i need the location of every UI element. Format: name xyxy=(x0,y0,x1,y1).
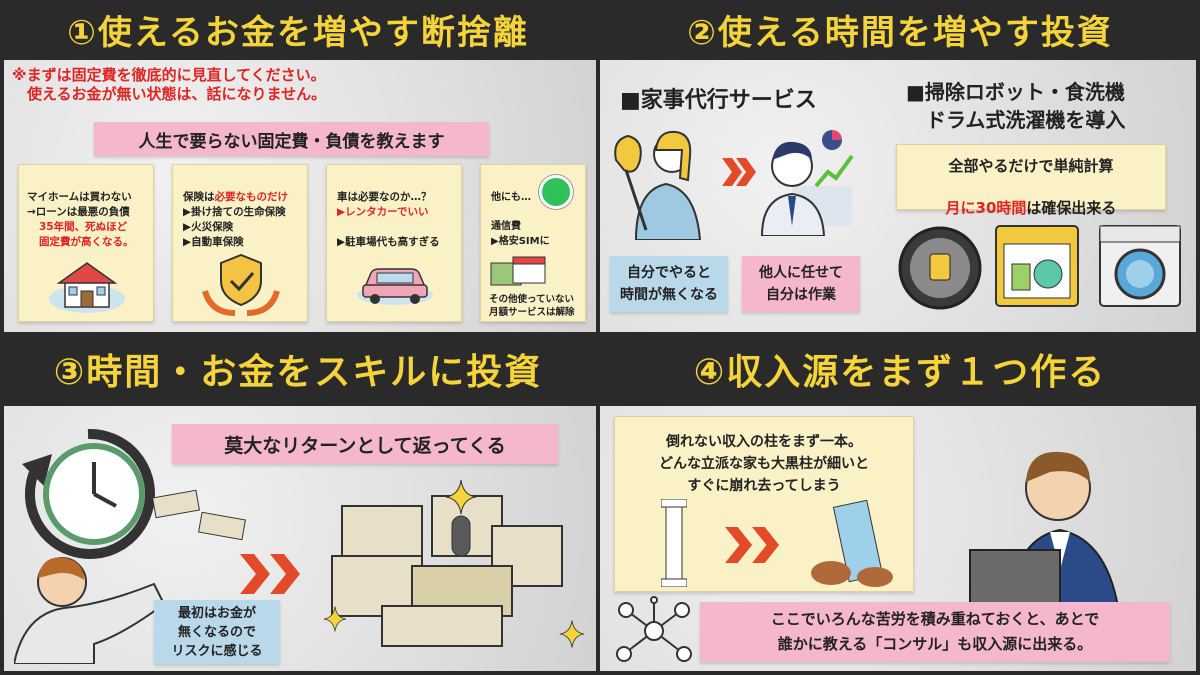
pillar-icon xyxy=(661,499,687,587)
header-4: ④収入源をまず１つ作る xyxy=(600,334,1200,404)
card-car-text-2: ▶駐車場代も高すぎる xyxy=(337,236,440,248)
pillar-note-text: 倒れない収入の柱をまず一本。 どんな立派な家も大黒柱が細いと すぐに崩れ去ってし… xyxy=(659,434,869,494)
time-calc-note: 全部やるだけで単純計算 月に30時間は確保出来る xyxy=(896,144,1166,217)
businessman-laptop-icon xyxy=(959,451,1122,620)
time-calc-rest: は確保出来る xyxy=(1026,199,1117,217)
card-insurance-text: 保険は xyxy=(183,191,215,203)
fixed-cost-banner: 人生で要らない固定費・負債を教えます xyxy=(94,122,489,156)
dishwasher-icon xyxy=(995,225,1079,307)
woman-cleaning-icon xyxy=(614,130,702,240)
chevrons-right-icon-2 xyxy=(240,554,300,594)
washing-machine-icon xyxy=(1099,225,1181,307)
time-calc-line1: 全部やるだけで単純計算 xyxy=(948,157,1114,175)
chevrons-right-icon-3 xyxy=(725,527,780,563)
card-car-text: 車は必要なのか…？ xyxy=(337,191,432,203)
whatsapp-icon xyxy=(539,175,573,209)
stressed-man-icon xyxy=(14,557,164,664)
panel-2: ■家事代行サービス ■掃除ロボット・食洗機 ドラム式洗濯機を導入 自分でやると … xyxy=(600,60,1196,332)
header-3: ③時間・お金をスキルに投資 xyxy=(0,334,596,404)
sparkle-icon-2 xyxy=(324,606,346,632)
header-1: ①使えるお金を増やす断捨離 xyxy=(0,0,596,58)
card-other: 他にも… 通信費 ▶格安SIMに その他使っていない 月額サービスは解除 xyxy=(480,164,586,322)
time-calc-line2: 月に30時間は確保出来る xyxy=(897,179,1165,218)
car-icon xyxy=(357,268,433,305)
card-insurance-red-text: 必要なものだけ xyxy=(214,191,289,203)
house-icon xyxy=(49,262,125,313)
card-house: マイホームは買わない →ローンは最悪の負債 35年間、死ぬほど 固定費が高くなる… xyxy=(18,164,154,322)
card-insurance: 保険は必要なものだけ ▶掛け捨ての生命保険 ▶火災保険 ▶自動車保険 xyxy=(172,164,308,322)
panel-4: 倒れない収入の柱をまず一本。 どんな立派な家も大黒柱が細いと すぐに崩れ去ってし… xyxy=(600,406,1196,671)
card-other-text: 他にも… xyxy=(491,192,531,203)
return-banner: 莫大なリターンとして返ってくる xyxy=(172,424,558,464)
money-calendar-icon xyxy=(490,256,546,286)
header-2: ②使える時間を増やす投資 xyxy=(600,0,1200,58)
risk-box: 最初はお金が 無くなるので リスクに感じる xyxy=(154,600,280,664)
pillar-note: 倒れない収入の柱をまず一本。 どんな立派な家も大黒柱が細いと すぐに崩れ去ってし… xyxy=(614,416,914,592)
clock-icon xyxy=(22,428,155,559)
sparkle-icon-3 xyxy=(560,620,584,648)
shield-hands-icon xyxy=(202,253,280,316)
panel-1: ※まずは固定費を徹底的に見直してください。 使えるお金が無い状態は、話になりませ… xyxy=(4,60,596,332)
flying-money-icon xyxy=(152,489,246,541)
self-doing-box: 自分でやると 時間が無くなる xyxy=(610,256,728,312)
sparkle-icon xyxy=(446,480,476,514)
card-other-note: その他使っていない 月額サービスは解除 xyxy=(489,294,575,318)
appliance-title: ■掃除ロボット・食洗機 ドラム式洗濯機を導入 xyxy=(906,80,1126,132)
consultant-banner: ここでいろんな苦労を積み重ねておくと、あとで 誰かに教える「コンサル」も収入源に… xyxy=(700,602,1170,662)
card-house-red-text: 35年間、死ぬほど 固定費が高くなる。 xyxy=(39,221,134,248)
housework-title: ■家事代行サービス xyxy=(620,88,817,113)
time-calc-red: 月に30時間 xyxy=(945,199,1027,217)
chevrons-right-icon xyxy=(722,158,756,186)
network-icon xyxy=(616,596,692,662)
warning-text: ※まずは固定費を徹底的に見直してください。 使えるお金が無い状態は、話になりませ… xyxy=(12,66,327,103)
delegate-box: 他人に任せて 自分は作業 xyxy=(742,256,860,312)
card-other-sim: 通信費 ▶格安SIMに xyxy=(491,221,550,247)
businessman-growth-icon xyxy=(760,130,854,236)
card-insurance-list: ▶掛け捨ての生命保険 ▶火災保険 ▶自動車保険 xyxy=(183,206,286,248)
panel-3: 莫大なリターンとして返ってくる 最初はお金が 無くなるので リスクに感じる xyxy=(4,406,596,671)
robot-vacuum-icon xyxy=(898,226,982,310)
card-car-red-text: ▶レンタカーでいい xyxy=(337,206,429,218)
collapsing-building-icon xyxy=(811,499,893,587)
card-house-text: マイホームは買わない →ローンは最悪の負債 xyxy=(27,191,132,218)
card-car: 車は必要なのか…？ ▶レンタカーでいい ▶駐車場代も高すぎる xyxy=(326,164,462,322)
